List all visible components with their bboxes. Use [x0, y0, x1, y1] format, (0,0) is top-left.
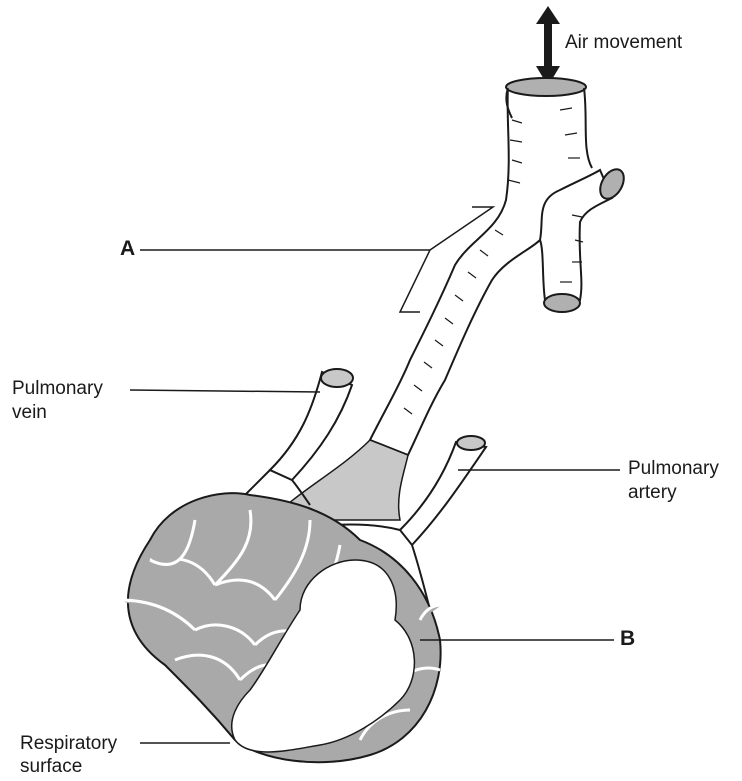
label-respiratory-surface-line1: Respiratory	[20, 733, 117, 755]
label-respiratory-surface-line2: surface	[20, 756, 82, 778]
label-pulmonary-vein-line1: Pulmonary	[12, 378, 103, 400]
bronchiole	[370, 78, 629, 455]
label-b: B	[620, 628, 635, 650]
label-a: A	[120, 238, 135, 260]
label-pulmonary-artery-line1: Pulmonary	[628, 458, 719, 480]
label-air-movement: Air movement	[565, 32, 682, 54]
air-movement-arrow	[536, 6, 560, 86]
label-pulmonary-vein-line2: vein	[12, 402, 47, 424]
label-pulmonary-artery-line2: artery	[628, 482, 677, 504]
